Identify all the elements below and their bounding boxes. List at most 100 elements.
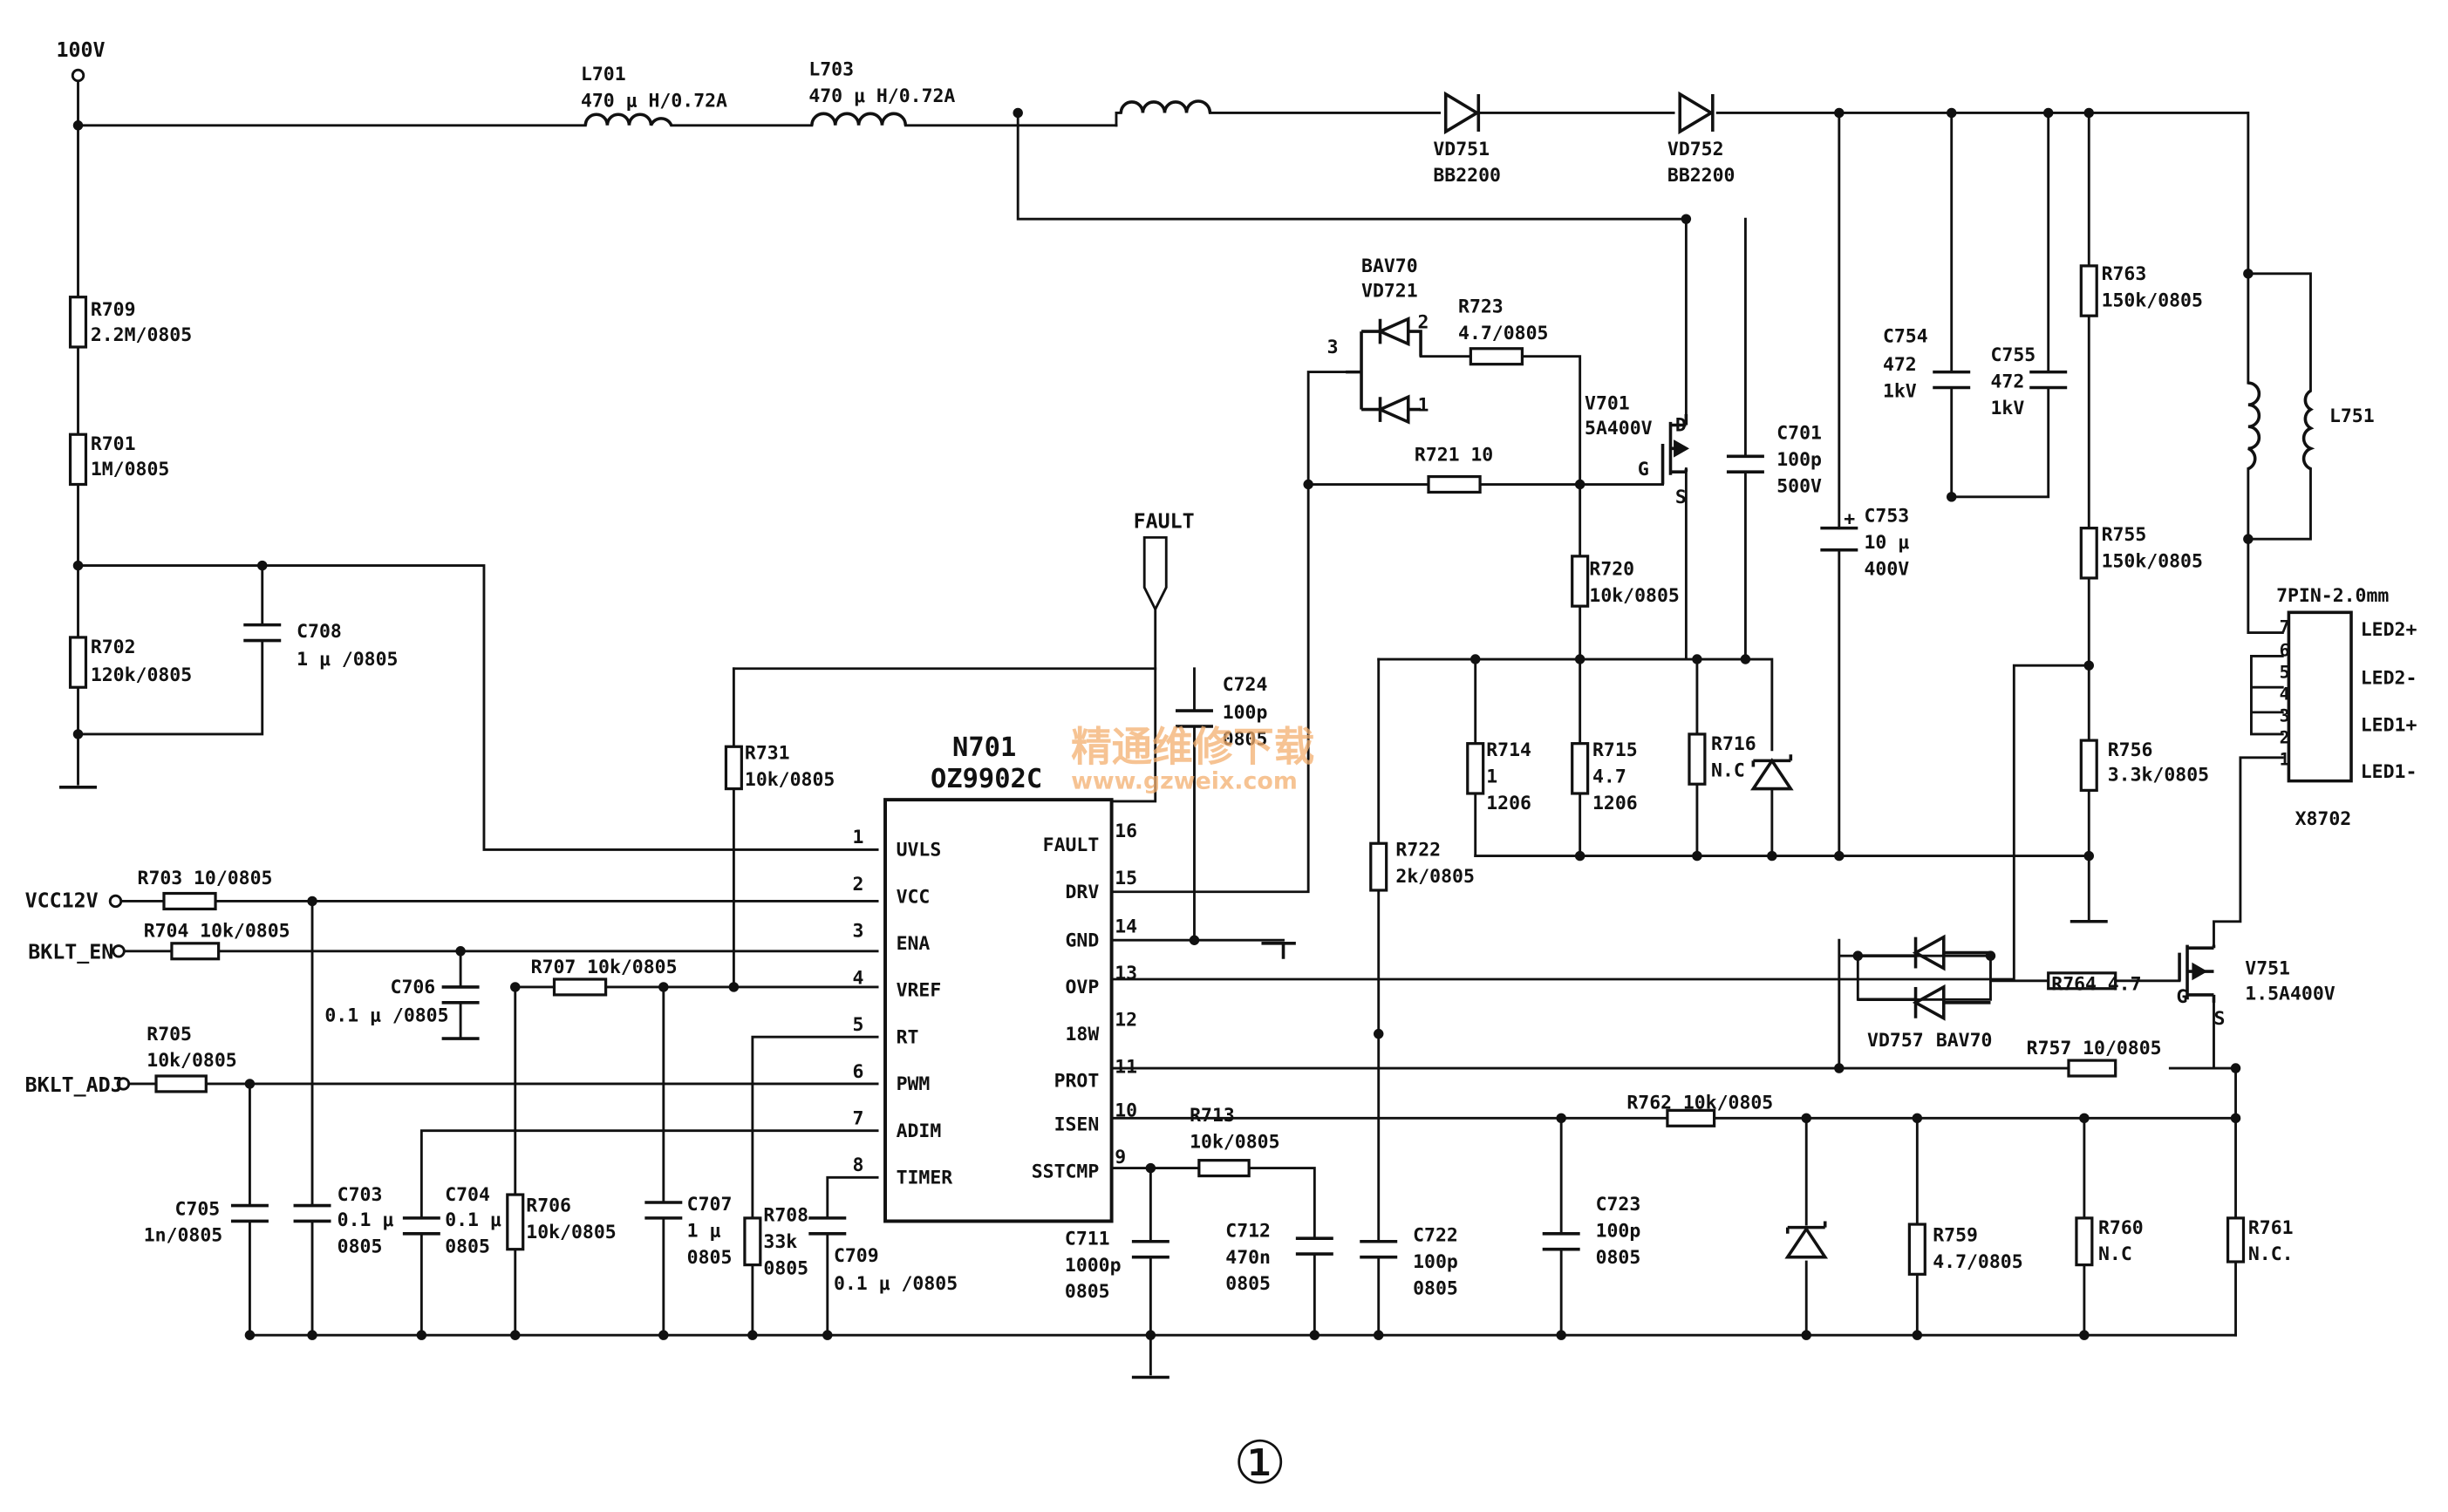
junction-dot — [1309, 1330, 1320, 1340]
zener-diode-sense — [1750, 754, 1794, 791]
connector-pin-number: 6 — [2280, 640, 2290, 660]
resistor-R707 — [552, 977, 608, 997]
label-led2n: LED2- — [2361, 668, 2417, 690]
junction-dot — [1912, 1330, 1923, 1340]
label-R714-val: 1 — [1486, 766, 1497, 787]
label-R714-ref: R714 — [1486, 739, 1531, 761]
resistor-R715 — [1571, 742, 1590, 795]
inductor-unlabeled — [1119, 99, 1212, 113]
label-R731-val: 10k/0805 — [745, 769, 835, 791]
label-VD751-ref: VD751 — [1433, 139, 1490, 160]
label-C706-val: 0.1 μ /0805 — [324, 1005, 448, 1026]
label-R714-val2: 1206 — [1486, 793, 1531, 814]
label-led1n: LED1- — [2361, 761, 2417, 783]
ic-pin-name-right: SSTCMP — [1032, 1161, 1100, 1182]
junction-dot — [1692, 850, 1702, 862]
capacitor-C704 — [402, 1216, 440, 1236]
resistor-R708 — [743, 1216, 762, 1267]
label-R721-ref: R721 — [1415, 445, 1460, 467]
label-C753-val: 10 μ — [1864, 532, 1909, 554]
label-V701-s: S — [1675, 487, 1687, 508]
junction-dot — [658, 982, 669, 992]
label-V751-ref: V751 — [2245, 958, 2290, 980]
junction-dot — [1574, 479, 1585, 490]
label-C711-val: 1000p — [1065, 1255, 1122, 1277]
junction-dot — [728, 982, 740, 992]
label-R723-ref: R723 — [1458, 296, 1504, 318]
resistor-R716 — [1688, 732, 1707, 786]
terminal-vcc12v — [108, 894, 123, 909]
diode-VD721 — [1346, 316, 1422, 425]
label-R705-val: 10k/0805 — [147, 1050, 236, 1072]
label-R701-val: 1M/0805 — [91, 459, 169, 480]
label-R708-val: 33k — [763, 1231, 797, 1253]
ic-pin-number-right: 10 — [1115, 1100, 1137, 1122]
ic-pin-number-right: 16 — [1115, 821, 1137, 842]
label-C701-ref: C701 — [1776, 423, 1822, 445]
label-VD751-val: BB2200 — [1433, 165, 1501, 187]
figure-number-mark: ① — [1233, 1429, 1286, 1498]
label-R761-ref: R761 — [2248, 1217, 2294, 1239]
ic-pin-name-right: 18W — [1066, 1024, 1100, 1045]
junction-dot — [1834, 1063, 1845, 1073]
ic-pin-name-left: VCC — [897, 886, 931, 908]
label-R707-val: 10k/0805 — [587, 957, 677, 978]
ic-pin-name-left: ENA — [897, 933, 931, 955]
capacitor-C709 — [808, 1216, 847, 1236]
resistor-R756 — [2079, 739, 2098, 792]
label-C704-val2: 0805 — [445, 1236, 490, 1257]
label-R709-ref: R709 — [91, 299, 136, 321]
capacitor-C754 — [1933, 370, 1971, 390]
capacitor-C711 — [1131, 1239, 1169, 1259]
ic-pin-name-left: ADIM — [897, 1120, 942, 1142]
capacitor-C703 — [293, 1203, 331, 1223]
junction-dot — [1373, 1028, 1384, 1039]
connector-pin-number: 7 — [2280, 617, 2290, 637]
ic-pin-name-right: DRV — [1066, 882, 1100, 903]
label-C754-val2: 1kV — [1883, 380, 1917, 402]
junction-dot — [1681, 214, 1692, 224]
capacitor-C706 — [441, 985, 480, 1005]
capacitor-C724 — [1176, 709, 1213, 728]
ic-pin-number-left: 1 — [852, 827, 863, 848]
junction-dot — [1946, 492, 1957, 502]
label-R704-val: 10k/0805 — [200, 921, 290, 943]
resistor-R709 — [68, 296, 88, 349]
resistor-R759 — [1907, 1223, 1926, 1276]
capacitor-C753 — [1820, 526, 1858, 552]
ic-pin-number-left: 4 — [852, 967, 863, 989]
label-R763-val: 150k/0805 — [2102, 289, 2203, 311]
label-connector-ref: X8702 — [2295, 808, 2352, 830]
label-C705-ref: C705 — [175, 1198, 221, 1220]
capacitor-C712 — [1295, 1236, 1333, 1256]
label-C707-val: 1 μ — [687, 1220, 721, 1242]
label-C709-ref: C709 — [834, 1245, 879, 1267]
ground-symbols — [59, 610, 2353, 1379]
label-C724-val: 100p — [1223, 702, 1268, 724]
label-R759-val: 4.7/0805 — [1933, 1251, 2022, 1273]
resistor-R720 — [1571, 555, 1590, 608]
terminal-100v — [71, 68, 85, 83]
label-C707-val2: 0805 — [687, 1247, 733, 1269]
label-R708-ref: R708 — [763, 1204, 808, 1226]
resistor-R757 — [2067, 1059, 2117, 1078]
ic-pin-name-left: RT — [897, 1026, 919, 1048]
label-C754-val: 472 — [1883, 354, 1917, 376]
label-R720-val: 10k/0805 — [1589, 585, 1679, 607]
label-R757-ref: R757 — [2027, 1038, 2072, 1059]
label-R722-ref: R722 — [1395, 840, 1441, 862]
label-C711-ref: C711 — [1065, 1228, 1110, 1250]
ic-pin-name-right: PROT — [1054, 1071, 1100, 1093]
inductor-L701 — [583, 112, 673, 126]
capacitor-C722 — [1360, 1239, 1398, 1259]
label-C722-val: 100p — [1413, 1251, 1458, 1273]
resistor-R702 — [68, 636, 88, 689]
label-R721-val: 10 — [1470, 445, 1493, 467]
label-V701-d: D — [1675, 415, 1687, 437]
label-R715-val2: 1206 — [1592, 793, 1638, 814]
junction-dot — [2243, 269, 2254, 279]
label-led1p: LED1+ — [2361, 714, 2417, 736]
label-C754-ref: C754 — [1883, 326, 1928, 348]
connector-pin-number: 3 — [2280, 706, 2290, 726]
junction-dot — [1556, 1113, 1566, 1124]
